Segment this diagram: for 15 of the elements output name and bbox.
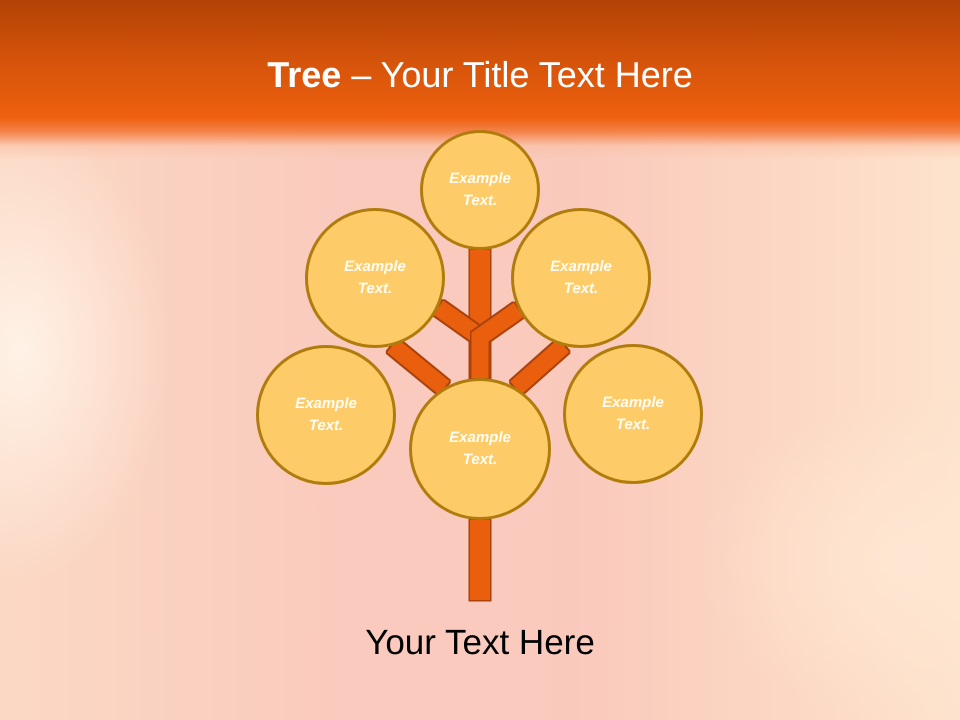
circle-node — [305, 208, 445, 348]
node-text: Example Text. — [549, 257, 613, 299]
node-text: Example Text. — [294, 394, 358, 436]
slide-title: Tree – Your Title Text Here — [267, 54, 693, 96]
circle-node — [409, 378, 551, 520]
circle-node — [511, 208, 651, 348]
tree-trunk — [470, 520, 490, 600]
circle-node — [256, 345, 396, 485]
node-text: Example Text. — [601, 393, 665, 435]
circle-node — [563, 344, 703, 484]
node-text: Example Text. — [343, 257, 407, 299]
node-text: Example Text. — [448, 428, 512, 470]
node-text: Example Text. — [448, 169, 512, 211]
caption: Your Text Here — [365, 623, 595, 663]
circle-node — [420, 130, 540, 250]
